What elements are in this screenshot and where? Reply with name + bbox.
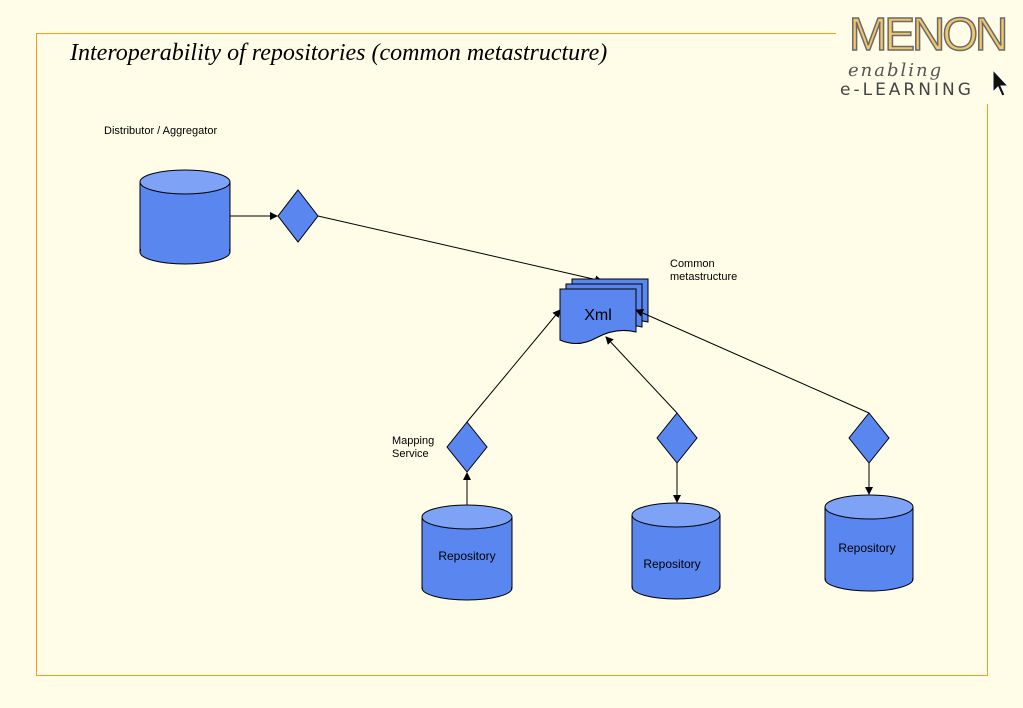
- repository-left: Repository: [421, 504, 513, 601]
- logo-main-text: MENON: [848, 7, 1009, 61]
- mapping-diamond-right: [848, 412, 890, 464]
- diamond-right-to-xml-arrow: [635, 309, 870, 414]
- distributor-mapping-diamond: [277, 189, 319, 243]
- repository-right-label: Repository: [838, 541, 895, 555]
- distributor-label: Distributor / Aggregator: [104, 125, 218, 137]
- repository-middle-label: Repository: [643, 557, 700, 571]
- menon-logo: MENON enabling e-LEARNING: [836, 4, 1020, 104]
- slide-title: Interoperability of repositories (common…: [70, 40, 608, 66]
- mapping-service-label: Mapping Service: [392, 435, 435, 460]
- logo-subtitle: enabling: [848, 60, 944, 81]
- repository-middle: Repository: [631, 502, 721, 600]
- distributor-database: [139, 169, 231, 265]
- repository-left-label: Repository: [438, 549, 495, 563]
- logo-subtitle-2: e-LEARNING: [840, 80, 974, 100]
- xml-label: Xml: [584, 307, 612, 324]
- slide-frame: [36, 33, 988, 676]
- mapping-diamond-left: [446, 421, 488, 473]
- mapping-diamond-middle: [656, 412, 698, 464]
- pointer-arrow-icon: [992, 68, 1010, 97]
- diamond-middle-to-xml-arrow: [605, 336, 678, 414]
- diamond-left-to-xml-arrow: [466, 309, 561, 423]
- xml-document-stack: Xml: [559, 278, 649, 344]
- repository-right: Repository: [824, 494, 914, 592]
- diamond-to-xml-arrow: [317, 215, 603, 284]
- common-metastructure-label: Common metastructure: [670, 258, 738, 283]
